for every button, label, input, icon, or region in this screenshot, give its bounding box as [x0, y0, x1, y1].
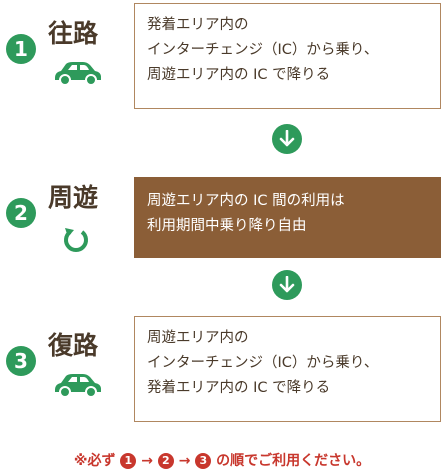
- step-3-title: 復路: [48, 331, 99, 360]
- step-3-description-box: 周遊エリア内の インターチェンジ（IC）から乗り、 発着エリア内の IC で降り…: [134, 316, 441, 422]
- arrow-down-icon: [272, 124, 302, 154]
- loop-arrow-icon: [62, 226, 90, 258]
- step-1-title: 往路: [48, 19, 99, 48]
- step-2-title: 周遊: [48, 183, 99, 212]
- usage-order-note: ※必ず 1 → 2 → 3 の順でご利用ください。: [0, 450, 444, 470]
- note-arrow-icon: →: [178, 453, 191, 469]
- note-step-1-badge: 1: [120, 453, 137, 469]
- step-3-line: 周遊エリア内の: [147, 330, 249, 346]
- step-3-line: インターチェンジ（IC）から乗り、: [147, 355, 379, 371]
- step-2-line: 利用期間中乗り降り自由: [147, 218, 307, 234]
- note-prefix: ※必ず: [73, 453, 116, 469]
- step-1-line: 周遊エリア内の IC で降りる: [147, 67, 331, 83]
- car-icon: [51, 60, 103, 90]
- step-2-number: 2: [6, 198, 36, 228]
- step-2-line: 周遊エリア内の IC 間の利用は: [147, 193, 345, 209]
- step-3-number: 3: [6, 346, 36, 376]
- step-3-line: 発着エリア内の IC で降りる: [147, 380, 331, 396]
- step-1-line: 発着エリア内の: [147, 17, 249, 33]
- step-2-description-box: 周遊エリア内の IC 間の利用は 利用期間中乗り降り自由: [134, 177, 441, 258]
- note-arrow-icon: →: [141, 453, 153, 469]
- arrow-down-icon: [272, 270, 302, 300]
- car-icon: [51, 372, 103, 402]
- step-1-description-box: 発着エリア内の インターチェンジ（IC）から乗り、 周遊エリア内の IC で降り…: [134, 3, 441, 109]
- note-step-3-badge: 3: [195, 453, 212, 469]
- note-suffix: の順でご利用ください。: [216, 453, 371, 469]
- note-step-2-badge: 2: [157, 453, 174, 469]
- step-1-number: 1: [6, 34, 36, 64]
- step-1-line: インターチェンジ（IC）から乗り、: [147, 42, 379, 58]
